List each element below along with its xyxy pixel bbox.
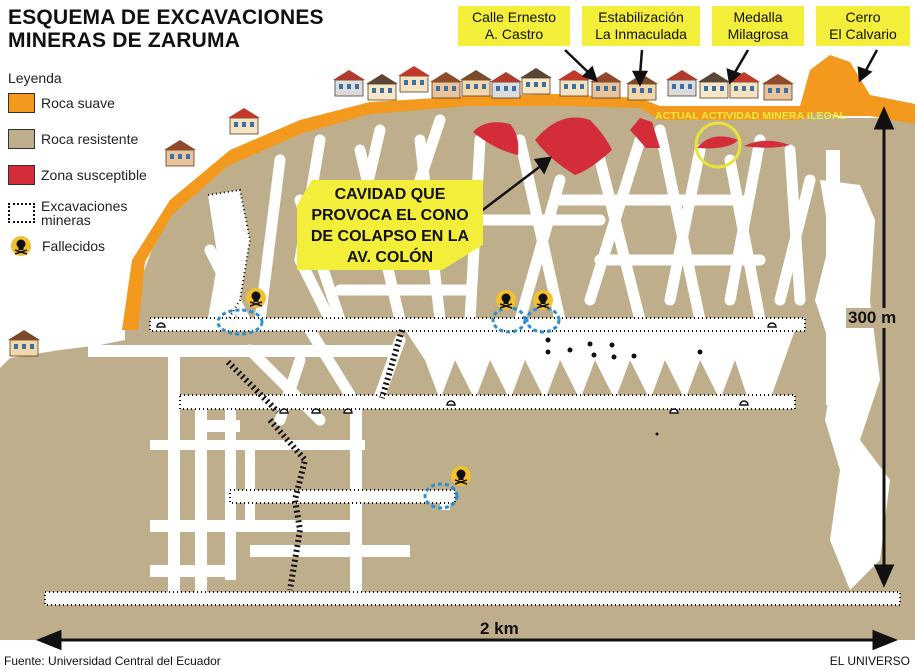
house-icon	[333, 70, 365, 97]
legend-label-hard-rock: Roca resistente	[41, 131, 139, 147]
skull-markers	[246, 288, 553, 486]
callout-line-3: DE COLAPSO EN LA	[310, 228, 470, 245]
skull-icon	[451, 466, 471, 486]
skull-icon	[496, 290, 516, 310]
house-icon	[398, 66, 430, 93]
house-icon	[698, 72, 730, 99]
foothill	[0, 340, 125, 640]
title-line-2: MINERAS DE ZARUMA	[8, 29, 241, 52]
house-icon	[762, 74, 794, 101]
legend-item-hard-rock: Roca resistente	[8, 128, 138, 150]
diagram-title: ESQUEMA DE EXCAVACIONES MINERAS DE ZARUM…	[8, 6, 324, 52]
ladder-shafts	[225, 329, 405, 591]
callout-line-2: PROVOCA EL CONO	[311, 207, 469, 224]
label-inmaculada-line-1: Estabilización	[598, 9, 684, 25]
house-icon	[430, 72, 462, 99]
label-inmaculada-line-2: La Inmaculada	[595, 26, 687, 42]
collapse-dots	[545, 337, 703, 436]
depth-dimension	[873, 106, 895, 588]
source-note: Fuente: Universidad Central del Ecuador	[4, 654, 221, 668]
legend-title: Leyenda	[8, 70, 62, 86]
label-ernesto-castro-line-1: Calle Ernesto	[471, 9, 557, 25]
legend-label-excavations-line-2: mineras	[41, 212, 91, 228]
pointer-arrows	[479, 49, 879, 213]
label-cerro-calvario: Cerro El Calvario	[816, 6, 910, 46]
width-dimension	[35, 629, 899, 651]
house-icon	[164, 140, 196, 167]
label-ernesto-castro: Calle Ernesto A. Castro	[458, 6, 570, 46]
title-line-1: ESQUEMA DE EXCAVACIONES	[8, 6, 324, 29]
house-icon	[460, 70, 492, 97]
legend-item-susceptible: Zona susceptible	[8, 164, 147, 186]
legend-label-excavations: Excavaciones mineras	[41, 199, 127, 227]
house-icon	[590, 72, 622, 99]
house-icon	[228, 108, 260, 135]
depth-label: 300 m	[846, 308, 899, 328]
mine-tunnels	[45, 114, 900, 605]
house-icon	[490, 72, 522, 99]
legend-label-soft-rock: Roca suave	[41, 95, 115, 111]
illegal-activity-ring	[694, 121, 742, 169]
house-icon	[8, 330, 40, 357]
legend-label-susceptible: Zona susceptible	[41, 167, 147, 183]
house-icon	[520, 68, 552, 95]
excavation-swatch	[8, 203, 35, 223]
label-medalla-milagrosa: Medalla Milagrosa	[712, 6, 804, 46]
house-icon	[666, 70, 698, 97]
legend-item-soft-rock: Roca suave	[8, 92, 115, 114]
skull-icon	[533, 290, 553, 310]
hard-rock-swatch	[8, 129, 35, 149]
callout-line-4: AV. COLÓN	[346, 249, 434, 266]
width-label: 2 km	[480, 619, 519, 638]
house-icon	[626, 74, 658, 101]
cavity-callout: CAVIDAD QUE PROVOCA EL CONO DE COLAPSO E…	[297, 180, 483, 270]
label-inmaculada: Estabilización La Inmaculada	[582, 6, 700, 46]
label-medalla-milagrosa-line-2: Milagrosa	[727, 26, 789, 42]
legend-label-deaths: Fallecidos	[42, 238, 106, 254]
legend-label-excavations-line-1: Excavaciones	[41, 198, 128, 214]
label-ernesto-castro-line-2: A. Castro	[484, 26, 544, 42]
house-icon	[366, 74, 398, 101]
callout-line-1: CAVIDAD QUE	[334, 186, 446, 203]
skull-icon	[11, 236, 31, 256]
label-cerro-calvario-line-1: Cerro	[845, 9, 881, 25]
susceptible-zones	[473, 117, 790, 175]
skull-icon	[246, 288, 266, 308]
soft-rock-swatch	[8, 93, 35, 113]
brand-label: EL UNIVERSO	[829, 654, 910, 668]
illegal-activity-label: ACTUAL ACTIVIDAD MINERA ILEGAL	[655, 110, 847, 122]
label-cerro-calvario-line-2: El Calvario	[829, 26, 897, 42]
houses	[8, 66, 794, 357]
susceptible-swatch	[8, 165, 35, 185]
house-icon	[558, 70, 590, 97]
legend-item-deaths: Fallecidos	[8, 235, 105, 257]
soft-rock-layer	[122, 55, 915, 330]
excavation-outlines	[44, 188, 901, 606]
legend-item-excavations: Excavaciones mineras	[8, 198, 127, 228]
arches	[156, 322, 777, 414]
label-medalla-milagrosa-line-1: Medalla	[733, 9, 783, 25]
house-icon	[728, 72, 760, 99]
